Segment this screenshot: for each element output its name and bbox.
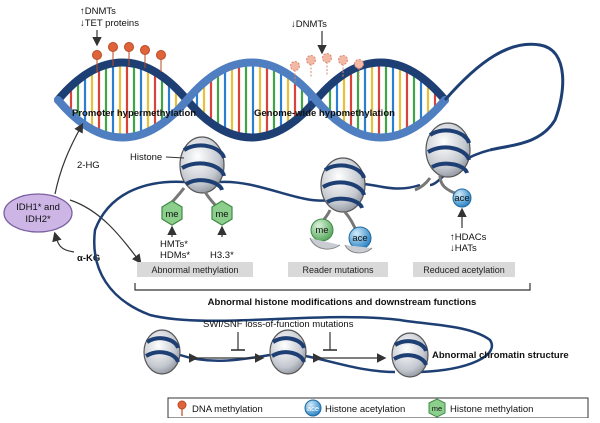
genome-hypomethylation-label: Genome-wide hypomethylation xyxy=(254,108,395,119)
acetyl-ball xyxy=(452,188,472,208)
2hg-arrow-up xyxy=(54,122,84,195)
abnormal-methylation-box xyxy=(137,262,253,277)
hmts-label: HMTs* xyxy=(160,239,188,250)
legend-histone-methylation-icon xyxy=(428,398,446,418)
histone-pointer xyxy=(165,156,185,159)
abnormal-methylation-label: Abnormal methylation xyxy=(151,265,238,275)
legend-histone-methylation-label: Histone methylation xyxy=(450,404,533,415)
promoter-hypermethylation-label: Promoter hypermethylation xyxy=(72,108,196,119)
reader-protein-2 xyxy=(344,244,373,254)
reader-protein-1 xyxy=(309,237,341,250)
reader-ace-label: ace xyxy=(352,233,367,244)
akg-label: α-KG xyxy=(77,253,100,264)
akg-arrow xyxy=(52,231,75,253)
chromatin-nucleosome-1 xyxy=(143,329,181,375)
reader-mutations-box xyxy=(288,262,388,277)
legend-dna-methylation-icon xyxy=(177,400,187,410)
nucleosome-2 xyxy=(320,157,366,229)
legend-ace-text: ace xyxy=(307,404,319,413)
idh-enzyme-label-line2: IDH2* xyxy=(25,214,51,225)
genome-wide-faded-methyl-marks xyxy=(290,53,364,82)
nucleosome-1 xyxy=(163,136,226,213)
reduced-acetylation-box xyxy=(413,262,515,277)
promoter-annotation-dnmts: ↑DNMTs xyxy=(80,6,116,17)
reduced-acetylation-label: Reduced acetylation xyxy=(423,265,505,275)
legend-histone-acetylation-icon xyxy=(304,399,322,417)
2hg-label: 2-HG xyxy=(77,160,100,171)
h33-label: H3.3* xyxy=(210,250,234,261)
reader-me-label: me xyxy=(315,225,328,236)
dna-helix xyxy=(54,42,565,152)
idh-enzyme-label-line1: IDH1* and xyxy=(16,202,60,213)
chromatin-nucleosome-2 xyxy=(269,329,307,375)
histone-label: Histone xyxy=(130,152,162,163)
hdms-label: HDMs* xyxy=(160,250,190,261)
me-label-1: me xyxy=(165,209,178,220)
genome-annotation-dnmts: ↓DNMTs xyxy=(291,19,327,30)
legend: DNA methylation ace Histone acetylation … xyxy=(167,397,589,419)
hdacs-label: ↑HDACs xyxy=(450,232,487,243)
chromatin-nucleosome-3 xyxy=(391,332,429,378)
promoter-annotation-tet: ↓TET proteins xyxy=(80,18,139,29)
histone-modifications-section-label: Abnormal histone modifications and downs… xyxy=(208,297,477,308)
2hg-to-methylation-arrow xyxy=(69,199,142,264)
nucleosome-3 xyxy=(414,122,471,197)
legend-dna-methylation-label: DNA methylation xyxy=(192,404,263,415)
swi-snf-label: SWI/SNF loss-of-function mutations xyxy=(203,319,354,330)
acetyl-ball-label: ace xyxy=(454,193,469,204)
me-label-2: me xyxy=(215,209,228,220)
me-hexagon-1 xyxy=(161,200,183,226)
section-bracket xyxy=(134,283,531,291)
idh-enzyme-oval xyxy=(3,193,73,233)
me-hexagon-2 xyxy=(211,200,233,226)
hats-label: ↓HATs xyxy=(450,243,477,254)
legend-me-text: me xyxy=(432,404,442,413)
legend-histone-acetylation-label: Histone acetylation xyxy=(325,404,405,415)
reader-mutations-label: Reader mutations xyxy=(302,265,374,275)
chromatin-structure-label: Abnormal chromatin structure xyxy=(432,350,569,361)
promoter-methyl-marks xyxy=(92,42,166,72)
